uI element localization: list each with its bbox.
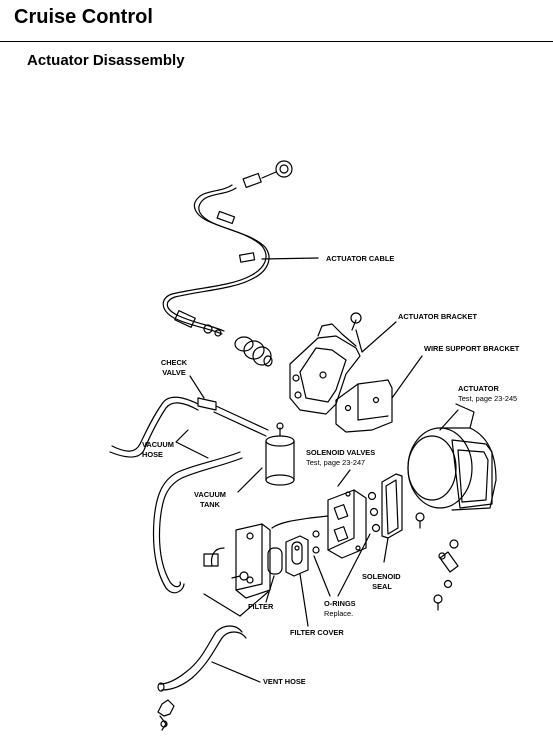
label-check-valve-line2: VALVE bbox=[162, 368, 186, 377]
label-check-valve-line1: CHECK bbox=[160, 358, 188, 367]
label-solenoid-seal-line2: SEAL bbox=[372, 582, 392, 591]
filter-housing bbox=[203, 523, 271, 599]
actuator-cable bbox=[162, 160, 319, 337]
vacuum-tank bbox=[237, 422, 295, 493]
label-vent-hose: VENT HOSE bbox=[263, 677, 306, 686]
grommet bbox=[157, 699, 175, 731]
label-o-rings-note: Replace. bbox=[324, 609, 354, 618]
cable-boot bbox=[234, 336, 273, 367]
check-valve bbox=[189, 375, 269, 437]
filter-cover bbox=[285, 535, 309, 627]
label-actuator-ref: Test, page 23-245 bbox=[458, 394, 518, 403]
label-solenoid-valves-ref: Test, page 23-247 bbox=[306, 458, 366, 467]
solenoid-valves bbox=[271, 469, 367, 559]
label-o-rings: O-RINGS bbox=[324, 599, 356, 608]
label-vacuum-tank-line1: VACUUM bbox=[194, 490, 226, 499]
vent-hose bbox=[157, 591, 269, 692]
label-vacuum-hose-line2: HOSE bbox=[142, 450, 163, 459]
wire-support-bracket bbox=[335, 355, 423, 433]
label-filter: FILTER bbox=[248, 602, 274, 611]
o-rings bbox=[312, 491, 381, 597]
actuator bbox=[407, 403, 497, 529]
label-solenoid-valves: SOLENOID VALVES bbox=[306, 448, 376, 457]
page-title: Cruise Control bbox=[14, 6, 153, 28]
bolt-hardware bbox=[433, 539, 459, 611]
section-subtitle: Actuator Disassembly bbox=[27, 52, 185, 69]
label-wire-support-bracket: WIRE SUPPORT BRACKET bbox=[424, 344, 520, 353]
solenoid-seal bbox=[381, 473, 403, 563]
label-vacuum-hose-line1: VACUUM bbox=[142, 440, 174, 449]
vacuum-hose bbox=[109, 396, 243, 594]
header-rule bbox=[0, 41, 553, 42]
label-actuator-bracket: ACTUATOR BRACKET bbox=[398, 312, 477, 321]
label-actuator-cable: ACTUATOR CABLE bbox=[326, 254, 395, 263]
actuator-bracket bbox=[289, 312, 397, 415]
label-solenoid-seal-line1: SOLENOID bbox=[362, 572, 401, 581]
label-filter-cover: FILTER COVER bbox=[290, 628, 344, 637]
label-actuator: ACTUATOR bbox=[458, 384, 499, 393]
filter-element bbox=[265, 547, 283, 603]
label-vacuum-tank-line2: TANK bbox=[200, 500, 220, 509]
